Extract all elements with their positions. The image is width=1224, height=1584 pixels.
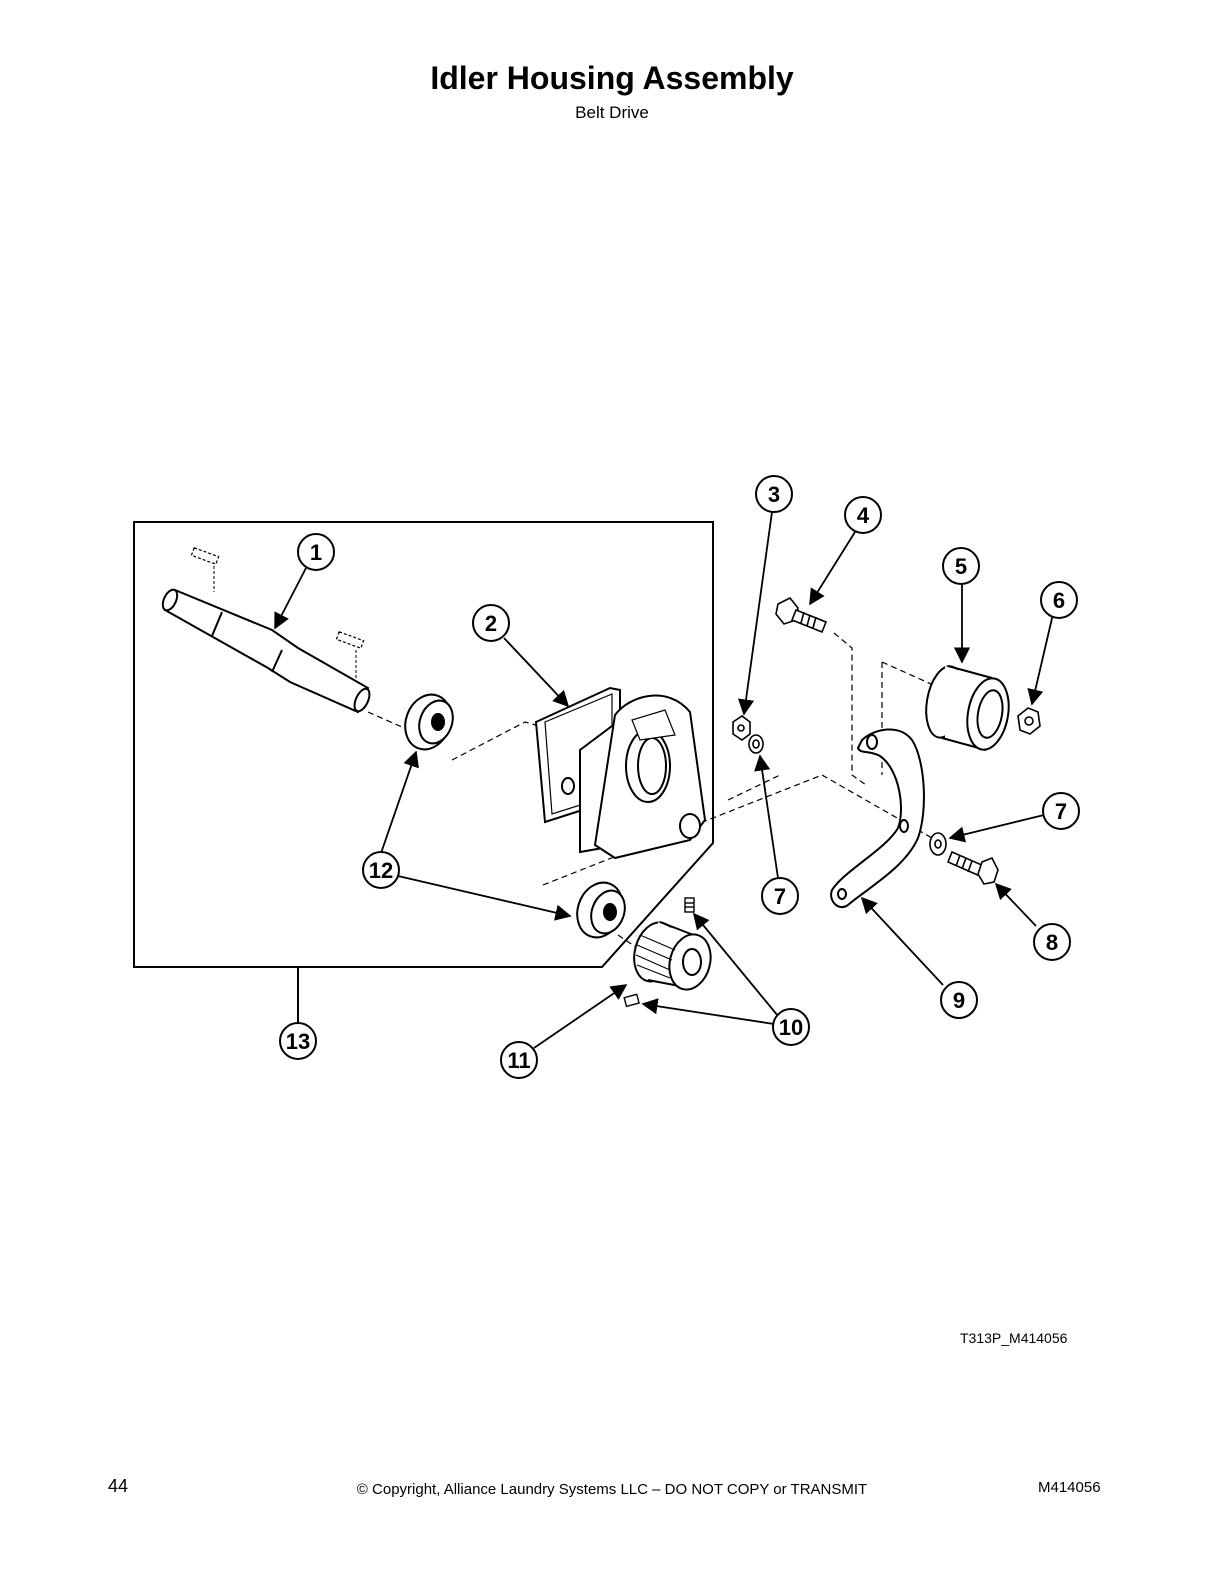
svg-text:10: 10 <box>779 1015 803 1040</box>
svg-text:7: 7 <box>1055 799 1067 824</box>
copyright-notice: © Copyright, Alliance Laundry Systems LL… <box>356 1481 868 1498</box>
idler-pulley-part <box>925 665 1010 751</box>
callout-1: 1 <box>297 533 335 571</box>
lock-nut-part <box>1017 707 1041 735</box>
svg-text:1: 1 <box>310 540 322 565</box>
set-screw-part <box>623 897 695 1008</box>
callouts: 1 2 3 4 5 6 7 7 8 9 10 11 12 13 <box>279 475 1080 1079</box>
idler-arm-part <box>830 728 925 909</box>
leader-lines <box>274 511 1054 1049</box>
svg-text:2: 2 <box>485 611 497 636</box>
svg-text:6: 6 <box>1053 588 1065 613</box>
svg-text:8: 8 <box>1046 930 1058 955</box>
callout-11: 11 <box>500 1041 538 1079</box>
svg-text:9: 9 <box>953 988 965 1013</box>
page-title: Idler Housing Assembly <box>430 60 794 96</box>
svg-text:13: 13 <box>286 1029 310 1054</box>
callout-13: 13 <box>279 1022 317 1060</box>
shaft-part <box>161 547 371 714</box>
callout-10: 10 <box>772 1008 810 1046</box>
page-number: 44 <box>108 1476 129 1496</box>
bolt-part <box>775 596 828 634</box>
svg-text:3: 3 <box>768 482 780 507</box>
svg-text:4: 4 <box>857 503 870 528</box>
callout-3: 3 <box>755 475 793 513</box>
svg-text:7: 7 <box>774 884 786 909</box>
assembly-outline <box>133 521 714 968</box>
svg-text:12: 12 <box>369 858 393 883</box>
document-code: M414056 <box>1038 1479 1101 1496</box>
callout-9: 9 <box>940 981 978 1019</box>
pivot-bolt-part <box>946 850 999 885</box>
figure-code: T313P_M414056 <box>960 1330 1068 1346</box>
callout-7b: 7 <box>1042 792 1080 830</box>
bearing-part <box>404 693 626 939</box>
washer-part <box>748 734 947 856</box>
callout-4: 4 <box>844 496 882 534</box>
callout-8: 8 <box>1033 923 1071 961</box>
nut-part <box>732 715 751 741</box>
callout-6: 6 <box>1040 581 1078 619</box>
callout-7a: 7 <box>761 877 799 915</box>
idler-housing-part <box>534 686 707 860</box>
callout-5: 5 <box>942 547 980 585</box>
svg-text:5: 5 <box>955 554 967 579</box>
callout-12: 12 <box>362 851 400 889</box>
callout-2: 2 <box>472 604 510 642</box>
page-subtitle: Belt Drive <box>575 103 649 122</box>
svg-text:11: 11 <box>507 1048 530 1073</box>
drive-pulley-part <box>633 921 712 991</box>
